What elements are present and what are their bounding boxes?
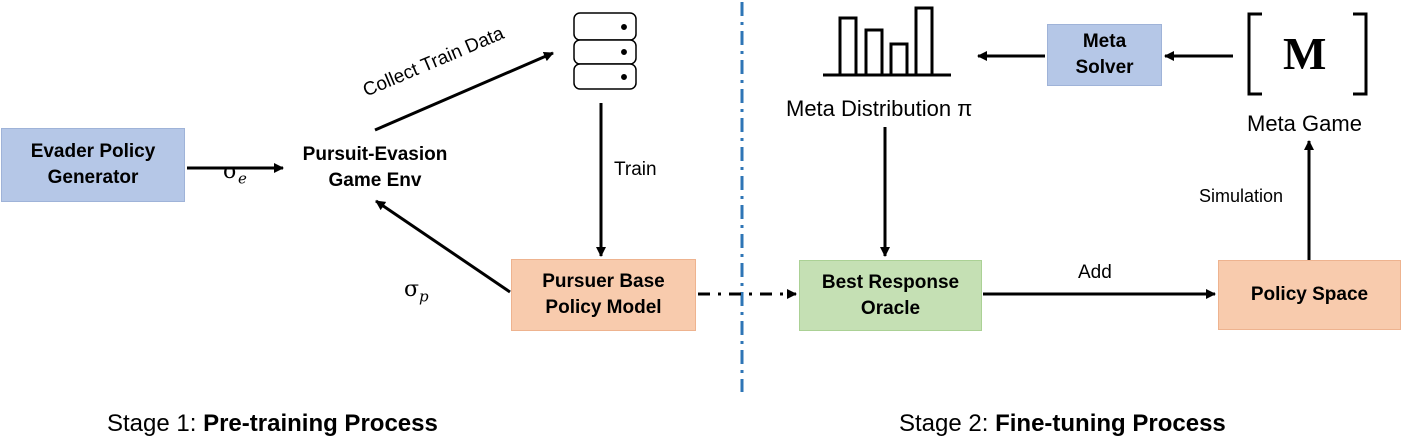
database-icon bbox=[573, 12, 637, 90]
stage1-caption-prefix: Stage 1: bbox=[107, 410, 204, 437]
meta-solver-box: Meta Solver bbox=[1047, 24, 1162, 86]
sigma-p-label: σp bbox=[404, 252, 429, 305]
stage1-caption-title: Pre-training Process bbox=[203, 410, 438, 437]
pursuer-base-policy-box: Pursuer Base Policy Model bbox=[511, 259, 696, 331]
stage1-caption: Stage 1: Pre-training Process bbox=[107, 382, 438, 438]
sigma-p-base: σ bbox=[404, 277, 420, 302]
meta-game-label: Meta Game bbox=[1247, 111, 1362, 136]
simulation-label: Simulation bbox=[1199, 186, 1284, 206]
sigma-e-base: σ bbox=[223, 159, 239, 184]
stage2-caption: Stage 2: Fine-tuning Process bbox=[899, 382, 1226, 438]
policy-space-box: Policy Space bbox=[1218, 260, 1401, 330]
evader-policy-generator-box: Evader Policy Generator bbox=[1, 128, 185, 202]
train-label: Train bbox=[614, 159, 657, 180]
sigma-p-subscript: p bbox=[419, 287, 429, 306]
pursuer-to-env-arrow bbox=[375, 199, 511, 294]
pursuit-evasion-env-label: Pursuit-Evasion Game Env bbox=[302, 144, 448, 191]
meta-distribution-label: Meta Distribution π bbox=[786, 96, 973, 121]
bar-chart-icon bbox=[823, 6, 951, 77]
matrix-letter: M bbox=[1283, 28, 1327, 79]
matrix-bracket-icon bbox=[1247, 12, 1368, 96]
sigma-e-label: σe bbox=[223, 134, 247, 187]
stage2-caption-prefix: Stage 2: bbox=[899, 410, 996, 437]
best-response-oracle-box: Best Response Oracle bbox=[799, 260, 982, 331]
sigma-e-subscript: e bbox=[238, 169, 247, 188]
collect-data-arrow bbox=[374, 51, 554, 132]
stage2-caption-title: Fine-tuning Process bbox=[995, 410, 1226, 437]
add-label: Add bbox=[1078, 262, 1112, 283]
